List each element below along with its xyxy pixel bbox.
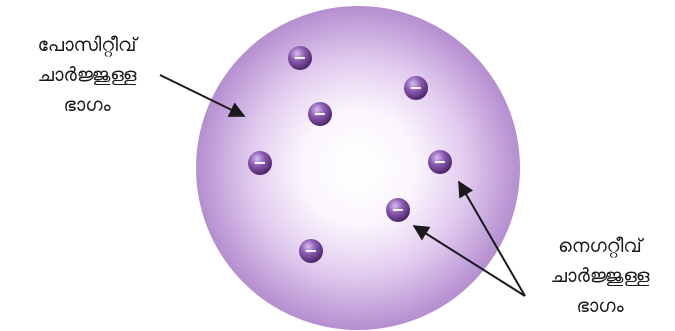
- electron: −: [288, 46, 312, 70]
- electron: −: [404, 76, 428, 100]
- negative-region-label: നെഗറ്റീവ് ചാർജ്ജുള്ള ഭാഗം: [530, 231, 670, 321]
- negative-label-line1: നെഗറ്റീവ്: [530, 231, 670, 261]
- positive-label-line3: ഭാഗം: [6, 90, 168, 120]
- minus-sign: −: [391, 200, 404, 219]
- minus-sign: −: [253, 153, 266, 172]
- minus-sign: −: [433, 152, 446, 171]
- positive-label-line2: ചാർജ്ജുള്ള: [6, 60, 168, 90]
- minus-sign: −: [293, 48, 306, 67]
- electron: −: [248, 151, 272, 175]
- minus-sign: −: [313, 104, 326, 123]
- electron: −: [308, 102, 332, 126]
- negative-label-line3: ഭാഗം: [530, 291, 670, 321]
- electron: −: [386, 198, 410, 222]
- positive-sphere: [196, 6, 520, 330]
- positive-region-label: പോസിറ്റീവ് ചാർജ്ജുള്ള ഭാഗം: [6, 30, 168, 120]
- electron: −: [428, 150, 452, 174]
- minus-sign: −: [304, 241, 317, 260]
- electron: −: [299, 239, 323, 263]
- negative-label-line2: ചാർജ്ജുള്ള: [530, 261, 670, 291]
- minus-sign: −: [409, 78, 422, 97]
- positive-label-line1: പോസിറ്റീവ്: [6, 30, 168, 60]
